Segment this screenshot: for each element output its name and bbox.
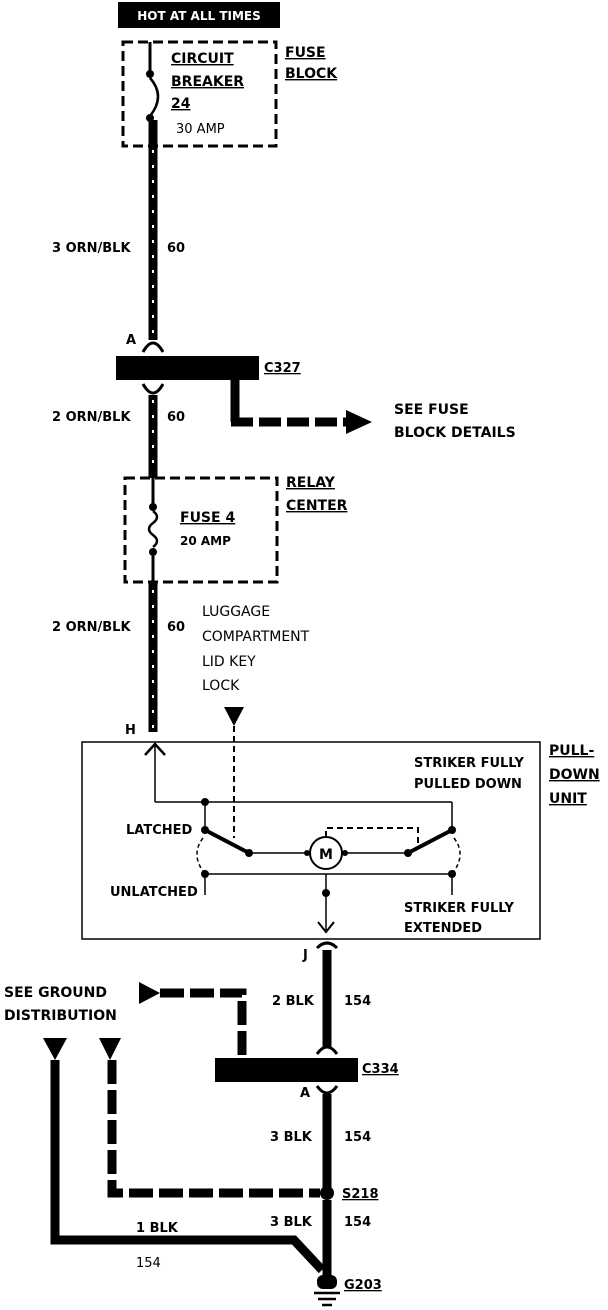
ground-dist-2: DISTRIBUTION: [4, 1008, 117, 1024]
pulldown-unit-box: [81, 741, 541, 940]
latch-switch-blade: [204, 828, 250, 855]
wire7-color: 1 BLK: [136, 1221, 179, 1236]
fuse-details-2: BLOCK DETAILS: [394, 425, 516, 441]
breaker-name-3: 24: [171, 96, 191, 112]
breaker-top-terminal: [146, 70, 154, 78]
ground-dist-arrow-left: [43, 1038, 67, 1060]
striker-switch-arc: [451, 837, 461, 875]
relay-center-title-1: RELAY: [286, 475, 336, 491]
relay-center-box: [123, 476, 279, 584]
ground-dist-s218-branch: [107, 1060, 320, 1198]
c334-label: C334: [362, 1062, 399, 1077]
fuse4-name: FUSE 4: [180, 510, 235, 526]
key-lock-1: LUGGAGE: [202, 604, 270, 620]
wire5-circuit: 154: [344, 1130, 371, 1145]
motor-left-node: [304, 850, 310, 856]
wire3-circuit: 60: [167, 620, 185, 635]
wire2-color: 2 ORN/BLK: [52, 410, 131, 425]
wire4-circuit: 154: [344, 994, 371, 1009]
key-lock-4: LOCK: [202, 678, 240, 694]
c327-lower-socket: [141, 383, 165, 395]
unlatched-contact: [201, 870, 209, 878]
pin-h-arrow: [144, 742, 166, 756]
hot-label-box: [118, 2, 280, 28]
hot-label: HOT AT ALL TIMES: [137, 9, 261, 23]
pulldown-title-3: UNIT: [549, 791, 587, 807]
striker-ext-2: EXTENDED: [404, 921, 482, 936]
ground-dist-1: SEE GROUND: [4, 985, 107, 1001]
fuse4-top-terminal: [149, 503, 157, 511]
breaker-rating: 30 AMP: [176, 122, 225, 137]
c334-body: [215, 1058, 358, 1082]
fuse-details-arrow: [346, 410, 372, 434]
key-lock-triangle: [224, 707, 244, 726]
fuse4-bottom-terminal: [149, 548, 157, 556]
latch-switch-arc: [196, 837, 206, 875]
pulldown-title-2: DOWN: [549, 767, 600, 783]
fuse4-element: [147, 510, 159, 548]
wire6-color: 3 BLK: [270, 1215, 313, 1230]
wire2-circuit: 60: [167, 410, 185, 425]
breaker-name-2: BREAKER: [171, 74, 244, 90]
key-lock-3: LID KEY: [202, 654, 256, 670]
ground-dist-branch: [160, 988, 247, 1058]
striker-down-1: STRIKER FULLY: [414, 756, 525, 771]
wire-blk-7: [50, 1060, 326, 1274]
ground-dist-arrow-mid: [99, 1038, 121, 1060]
c327-label: C327: [264, 361, 301, 376]
fuse-block-title-2: BLOCK: [285, 66, 338, 82]
wire5-color: 3 BLK: [270, 1130, 313, 1145]
wire4-color: 2 BLK: [272, 994, 315, 1009]
c327-pin-a: A: [126, 333, 136, 348]
fuse-block-title-1: FUSE: [285, 45, 326, 61]
striker-ext-1: STRIKER FULLY: [404, 901, 515, 916]
ground-dist-arrow-top: [139, 982, 160, 1004]
g203-label: G203: [344, 1278, 382, 1293]
striker-ext-contact: [448, 870, 456, 878]
s218-splice: [320, 1186, 334, 1200]
wire3-color: 2 ORN/BLK: [52, 620, 131, 635]
pulldown-title-1: PULL-: [549, 743, 594, 759]
striker-switch-blade: [407, 828, 453, 855]
relay-center-title-2: CENTER: [286, 498, 348, 514]
pin-h: H: [125, 723, 136, 738]
motor-mech-link: [325, 827, 419, 848]
wire6-circuit: 154: [344, 1215, 371, 1230]
breaker-name-1: CIRCUIT: [171, 51, 234, 67]
wire1-color: 3 ORN/BLK: [52, 241, 131, 256]
striker-down-contact: [448, 826, 456, 834]
c334-pin-a: A: [300, 1086, 310, 1101]
s218-label: S218: [342, 1187, 379, 1202]
fuse-block-box: [121, 40, 278, 148]
motor-label: M: [319, 847, 333, 863]
key-lock-2: COMPARTMENT: [202, 629, 310, 645]
c327-upper-socket: [141, 341, 165, 353]
latched-label: LATCHED: [126, 823, 193, 838]
pin-j-arrow: [317, 921, 335, 934]
unlatched-label: UNLATCHED: [110, 885, 198, 900]
g203-terminal: [317, 1275, 337, 1289]
c334-upper-socket: [315, 1045, 339, 1055]
pin-j-socket: [315, 941, 339, 950]
fuse4-rating: 20 AMP: [180, 534, 231, 548]
c327-body: [116, 356, 259, 380]
c334-lower-socket: [315, 1085, 339, 1095]
breaker-element: [149, 77, 160, 117]
wire1-circuit: 60: [167, 241, 185, 256]
pin-j: J: [302, 948, 308, 963]
fuse-details-1: SEE FUSE: [394, 402, 469, 418]
striker-down-2: PULLED DOWN: [414, 777, 522, 792]
wire7-circuit: 154: [136, 1256, 161, 1271]
